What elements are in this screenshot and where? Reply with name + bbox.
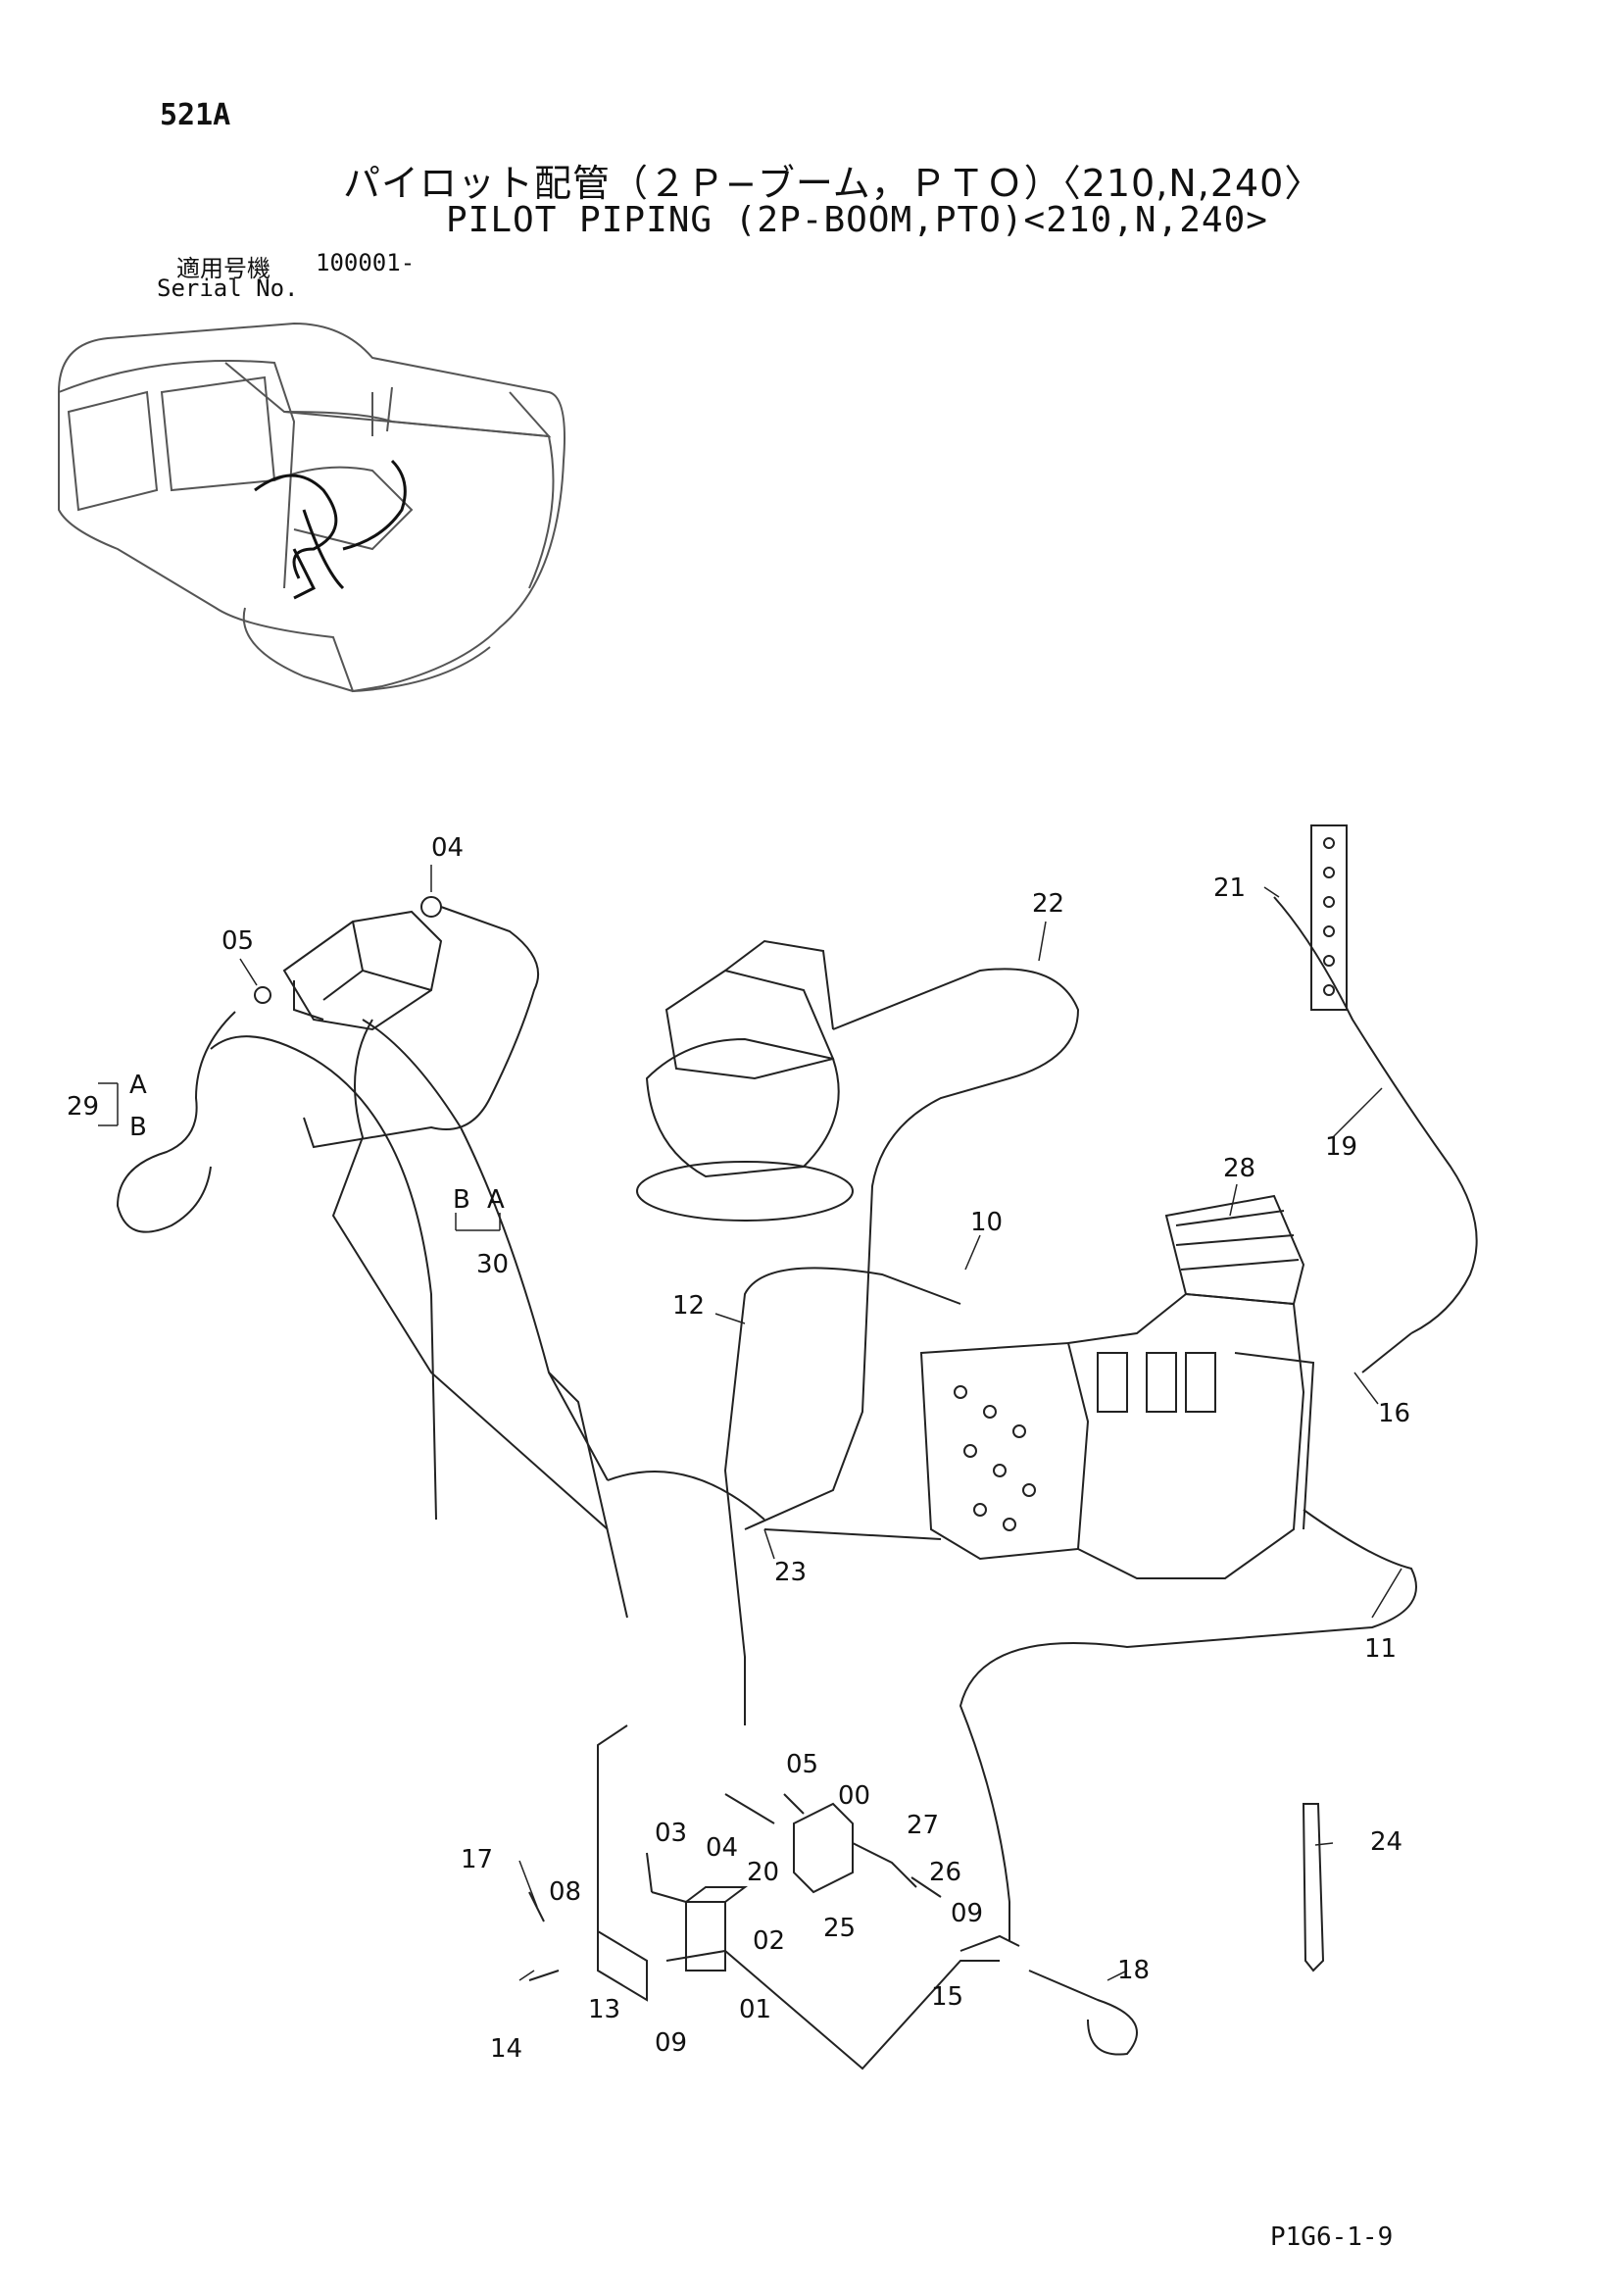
callout-14: 14: [490, 2034, 522, 2064]
page-code: 521A: [160, 98, 231, 132]
callout-10: 10: [970, 1208, 1003, 1237]
callout-23: 23: [774, 1558, 807, 1587]
callout-12: 12: [672, 1291, 705, 1321]
callout-20: 20: [747, 1858, 779, 1887]
hose-16: [1361, 1332, 1412, 1373]
callout-30: 30: [476, 1250, 509, 1279]
hoses-left-group: [116, 906, 765, 1619]
callout-00: 00: [838, 1781, 870, 1811]
callout-03: 03: [655, 1819, 687, 1848]
control-valve: [919, 1194, 1315, 1579]
callout-08: 08: [549, 1877, 581, 1907]
page-title-english: PILOT PIPING (2P-BOOM,PTO)<210,N,240>: [446, 200, 1268, 240]
callout-29: 29: [67, 1092, 99, 1122]
callout-27: 27: [907, 1811, 939, 1840]
page-title-japanese: パイロット配管（２Ｐ−ブーム，ＰＴＯ）〈210,N,240〉: [343, 162, 1323, 205]
callout-13: 13: [588, 1995, 620, 2024]
serial-label-english: Serial No.: [157, 275, 299, 302]
hose-11: [959, 1509, 1417, 1941]
callout-04-bottom: 04: [706, 1833, 738, 1863]
callout-17: 17: [461, 1845, 493, 1874]
callout-09-bottom: 09: [655, 2028, 687, 2058]
callout-22: 22: [1032, 889, 1064, 919]
tie-plate-and-hose-19: [1273, 824, 1478, 1334]
callout-28: 28: [1223, 1154, 1255, 1183]
callout-30-a: A: [487, 1185, 505, 1215]
hose-12: [723, 1267, 961, 1725]
callout-30-b: B: [453, 1185, 470, 1215]
serial-label-japanese: 適用号機: [176, 255, 270, 282]
callout-02: 02: [753, 1926, 785, 1956]
cable-tie-24: [1302, 1803, 1325, 1972]
callout-01: 01: [739, 1995, 771, 2024]
drawing-code: P1G6-1-9: [1270, 2222, 1394, 2252]
callout-05-top: 05: [221, 926, 254, 956]
callout-18: 18: [1117, 1956, 1150, 1985]
excavator-overview-illustration: [58, 322, 566, 693]
callout-09-right: 09: [951, 1899, 983, 1928]
serial-number-value: 100001-: [316, 249, 416, 276]
callout-29-a: A: [129, 1071, 147, 1100]
part-callouts: 04 05 29 A B 30 A B 22 21 19 28 10 12 16…: [67, 833, 1410, 2064]
callout-19: 19: [1325, 1132, 1357, 1162]
callout-16: 16: [1378, 1399, 1410, 1428]
callout-15: 15: [931, 1982, 963, 2012]
hose-18: [1028, 1970, 1138, 2056]
swing-motor: [636, 939, 854, 1222]
callout-24: 24: [1370, 1827, 1402, 1857]
lower-manifold-assembly: [528, 1724, 1020, 2071]
callout-26: 26: [929, 1858, 961, 1887]
callout-05-bottom: 05: [786, 1750, 818, 1779]
callout-25: 25: [823, 1914, 856, 1943]
pilot-valve-left: [254, 896, 443, 1031]
hose-22: [744, 968, 1080, 1530]
callout-21: 21: [1213, 873, 1246, 903]
callout-04-top: 04: [431, 833, 464, 863]
callout-11: 11: [1364, 1634, 1397, 1664]
hose-23: [763, 1528, 942, 1540]
callout-29-b: B: [129, 1113, 147, 1142]
leader-lines: [98, 865, 1402, 1981]
